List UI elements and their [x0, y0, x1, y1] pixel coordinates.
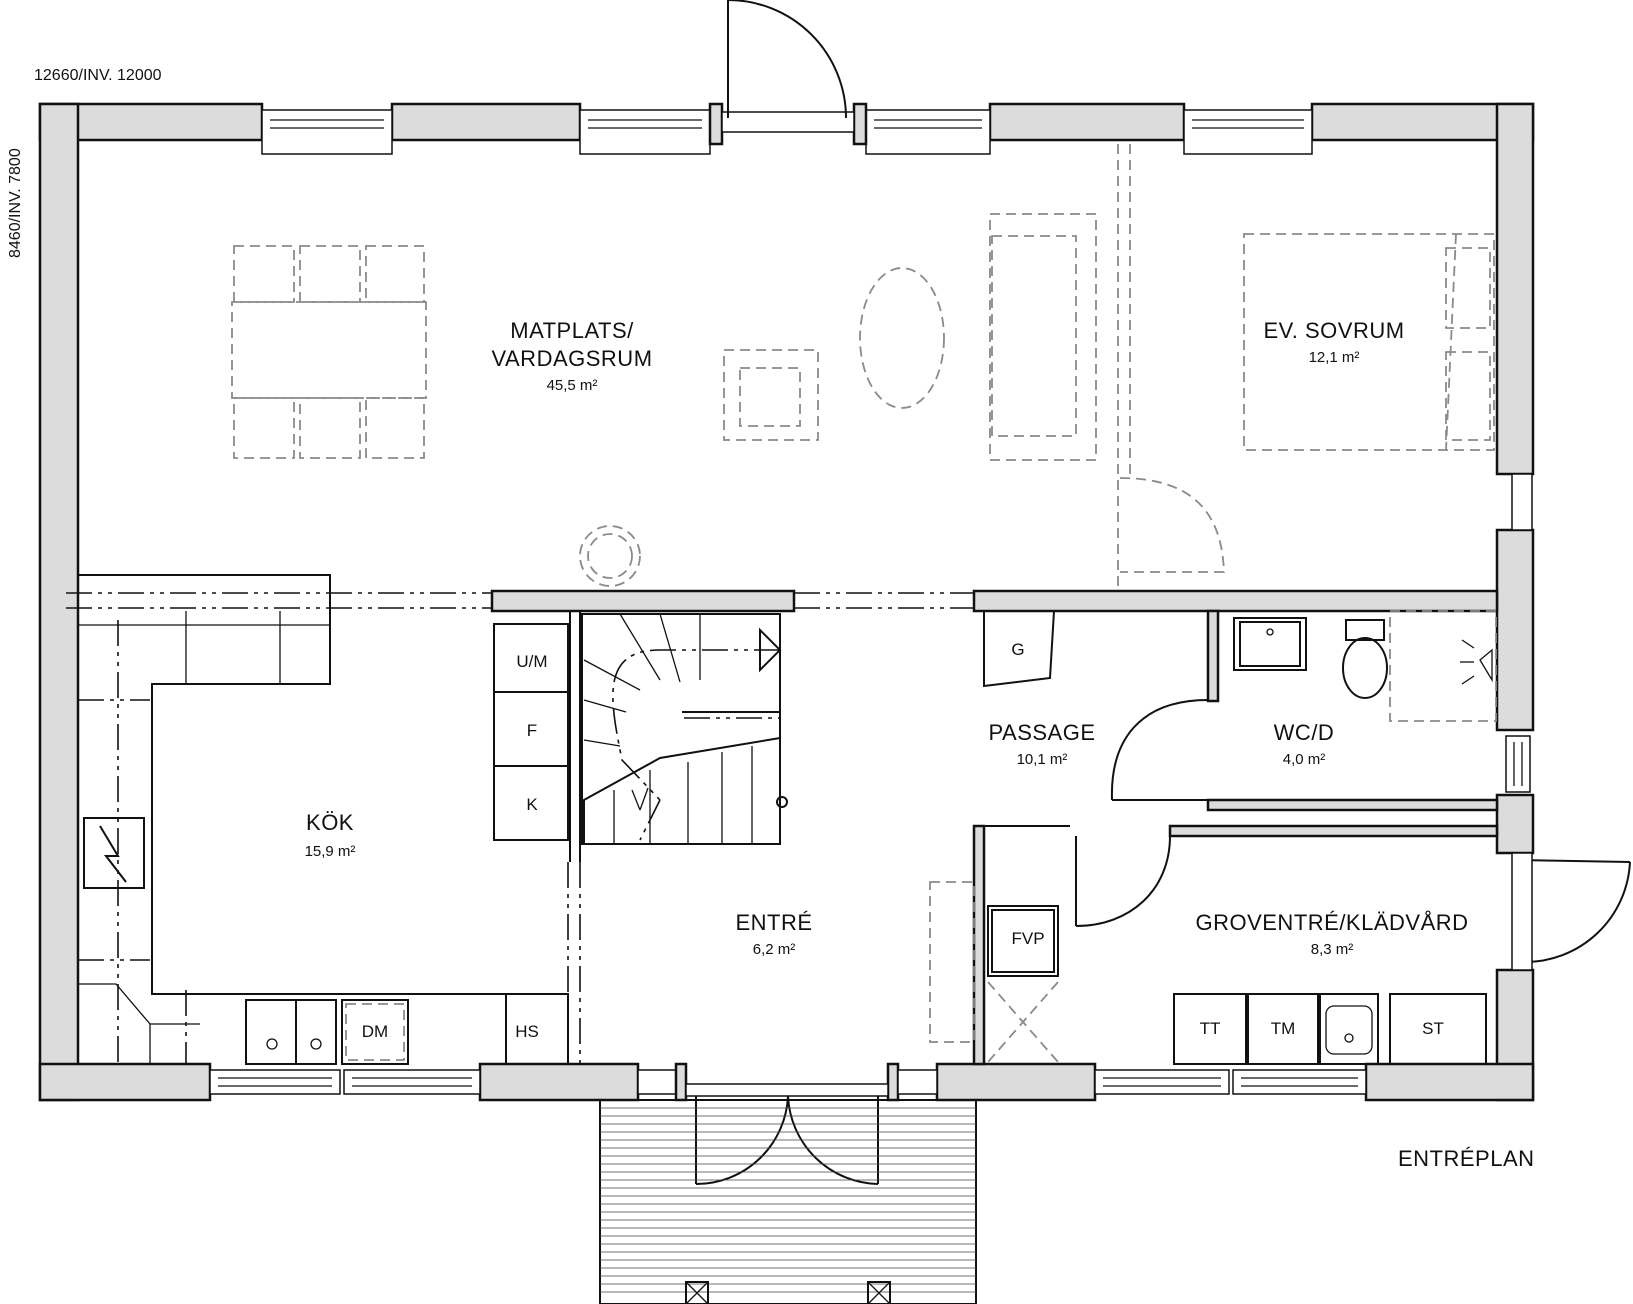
kitchen-area: 15,9 m²	[305, 843, 356, 860]
fixture-um: U/M	[516, 652, 547, 671]
mudroom-area: 8,3 m²	[1311, 941, 1354, 958]
kitchen-name: KÖK	[306, 810, 354, 835]
bedroom-area: 12,1 m²	[1309, 349, 1360, 366]
fixture-fvp: FVP	[1011, 929, 1044, 948]
outer-walls	[38, 102, 1535, 1102]
living-area: 45,5 m²	[547, 377, 598, 394]
wc-area: 4,0 m²	[1283, 751, 1326, 768]
fixture-st: ST	[1422, 1019, 1444, 1038]
entry-name: ENTRÉ	[735, 910, 812, 935]
fixture-k: K	[526, 795, 538, 814]
fixture-tm: TM	[1271, 1019, 1296, 1038]
terrace	[599, 1099, 977, 1304]
room-labels: MATPLATS/ VARDAGSRUM 45,5 m² EV. SOVRUM …	[305, 318, 1468, 958]
passage-name: PASSAGE	[988, 720, 1095, 745]
beam-lines	[66, 592, 974, 1064]
plan-title: ENTRÉPLAN	[1398, 1146, 1535, 1171]
bedroom-name: EV. SOVRUM	[1263, 318, 1404, 343]
width-dimension: 12660/INV. 12000	[34, 67, 162, 84]
entry-area: 6,2 m²	[753, 941, 796, 958]
living-name-1: MATPLATS/	[510, 318, 634, 343]
kitchen-counters	[78, 574, 569, 1065]
windows-right	[1505, 473, 1631, 971]
fixture-hs: HS	[515, 1022, 539, 1041]
stairs	[581, 613, 788, 845]
living-furniture	[231, 144, 1495, 588]
interior-walls	[490, 589, 1499, 1066]
fixture-dm: DM	[362, 1022, 388, 1041]
service-rooms	[929, 610, 1497, 1065]
fixture-g: G	[1011, 640, 1024, 659]
fixture-tt: TT	[1200, 1019, 1221, 1038]
windows-top	[261, 0, 1313, 155]
wc-name: WC/D	[1274, 720, 1335, 745]
fixture-f: F	[527, 721, 537, 740]
height-dimension: 8460/INV. 7800	[7, 148, 24, 258]
living-name-2: VARDAGSRUM	[491, 346, 652, 371]
fixture-labels: U/M F K G DM HS FVP TT TM ST	[362, 640, 1444, 1041]
mudroom-name: GROVENTRÉ/KLÄDVÅRD	[1195, 910, 1468, 935]
windows-bottom	[209, 1062, 1367, 1186]
dimension-labels: 12660/INV. 12000 8460/INV. 7800 ENTRÉPLA…	[7, 67, 1535, 1171]
passage-area: 10,1 m²	[1017, 751, 1068, 768]
